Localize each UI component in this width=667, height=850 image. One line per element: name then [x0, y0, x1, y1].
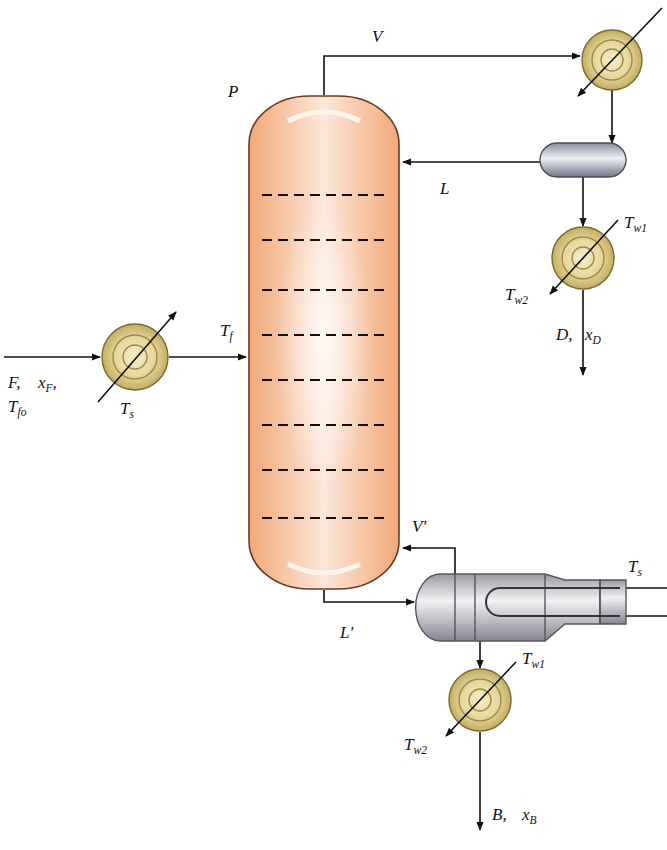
stream-label: Tw2	[404, 736, 427, 755]
symbol: T	[120, 399, 129, 418]
subscript: D	[593, 334, 601, 347]
stream-label: V'	[412, 518, 426, 537]
subscript: s	[129, 408, 134, 421]
stream-label: xB	[522, 806, 537, 825]
symbol: x	[585, 325, 593, 344]
stream-label: Tf	[220, 322, 233, 341]
stream-label: Tw2	[505, 286, 528, 305]
column-shell	[248, 95, 400, 590]
stream-label: Tw1	[522, 650, 545, 669]
stream-label: B,	[492, 806, 507, 825]
punctuation: ,	[16, 373, 20, 392]
subscript: w2	[413, 744, 426, 757]
subscript: s	[637, 566, 642, 579]
symbol: T	[505, 285, 514, 304]
stream-label: Ts	[120, 400, 134, 419]
subscript: w1	[633, 222, 646, 235]
symbol: V	[412, 517, 422, 536]
punctuation: ,	[568, 325, 572, 344]
subscript: w2	[514, 294, 527, 307]
punctuation: '	[422, 517, 426, 536]
symbol: T	[628, 557, 637, 576]
stream-label: D,	[556, 326, 573, 345]
symbol: D	[556, 325, 568, 344]
symbol: L	[440, 179, 449, 198]
symbol: T	[522, 649, 531, 668]
symbol: P	[228, 82, 238, 101]
punctuation: '	[349, 623, 353, 642]
subscript: w1	[531, 658, 544, 671]
symbol: T	[404, 735, 413, 754]
stream-label: L	[440, 180, 449, 199]
punctuation: ,	[53, 373, 57, 392]
stream-label: Tw1	[624, 214, 647, 233]
symbol: T	[8, 397, 17, 416]
subscript: f	[229, 330, 232, 343]
symbol: T	[624, 213, 633, 232]
stream-label: Tfo	[8, 398, 26, 417]
punctuation: ,	[502, 805, 506, 824]
stream-label: xD	[585, 326, 601, 345]
column-pressure-label: P	[228, 83, 238, 102]
stream-label: Ts	[628, 558, 642, 577]
stream-label: V	[372, 28, 382, 47]
stream-label: L'	[340, 624, 353, 643]
stream-label: xF,	[38, 374, 57, 393]
stream-label: F,	[8, 374, 20, 393]
symbol: x	[522, 805, 530, 824]
distillation-column: P	[248, 95, 400, 590]
subscript: fo	[17, 406, 26, 419]
symbol: T	[220, 321, 229, 340]
symbol: B	[492, 805, 502, 824]
subscript: B	[530, 814, 537, 827]
symbol: F	[8, 373, 16, 392]
subscript: F	[46, 382, 53, 395]
symbol: x	[38, 373, 46, 392]
symbol: L	[340, 623, 349, 642]
symbol: V	[372, 27, 382, 46]
